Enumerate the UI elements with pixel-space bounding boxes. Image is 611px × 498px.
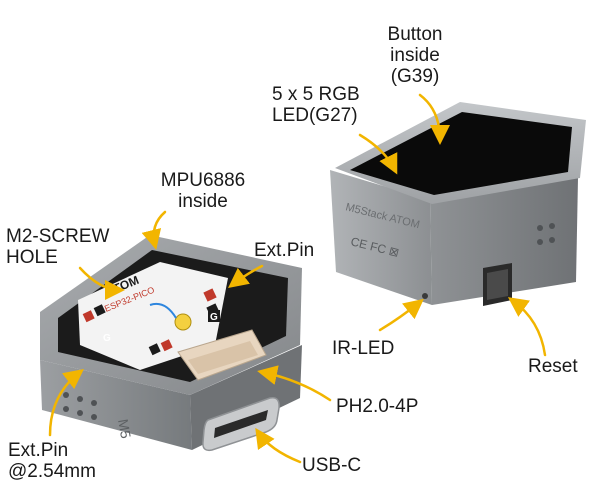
right-device-right-face: [430, 178, 578, 305]
pin-label-right: G: [210, 312, 218, 323]
label-usb-c: USB-C: [302, 455, 362, 476]
label-screw-hole: M2-SCREW HOLE: [6, 226, 110, 268]
label-ext-pin-bottom: Ext.Pin @2.54mm: [8, 440, 96, 482]
label-rgb-led: 5 x 5 RGB LED(G27): [272, 84, 360, 126]
arrow-ext-pin-top: [228, 264, 264, 289]
arrow-mpu: [141, 210, 167, 250]
label-reset: Reset: [528, 356, 578, 377]
arrow-usb-c: [255, 427, 302, 464]
pin-label-left: G: [103, 333, 111, 344]
arrow-ext-pin-bottom: [48, 368, 84, 437]
annotation-arrows: [48, 93, 547, 464]
arrow-button: [418, 93, 450, 145]
vent-holes-right: [537, 223, 555, 245]
arrow-reset: [507, 297, 547, 357]
rgb-led-matrix: [350, 112, 572, 195]
mpu-sensor: [174, 313, 192, 331]
arrow-ph-connector: [257, 365, 332, 402]
m5-engraving: M5: [115, 418, 134, 440]
arrow-rgb-led: [358, 133, 398, 175]
arrow-ir-led: [378, 298, 424, 332]
label-mpu: MPU6886 inside: [160, 170, 246, 212]
arrow-screw-hole: [78, 266, 125, 300]
arrow-mpu-blue: [149, 302, 177, 319]
label-button-inside: Button inside (G39): [387, 24, 443, 87]
right-device: M5Stack ATOM CE FC ⊠: [330, 102, 586, 306]
right-device-left-face: [330, 170, 432, 305]
label-ext-pin-top: Ext.Pin: [254, 240, 315, 261]
label-ir-led: IR-LED: [332, 338, 395, 359]
vent-holes-left: [63, 392, 97, 420]
ir-led-hole: [422, 293, 428, 299]
label-ph-connector: PH2.0-4P: [336, 396, 419, 417]
